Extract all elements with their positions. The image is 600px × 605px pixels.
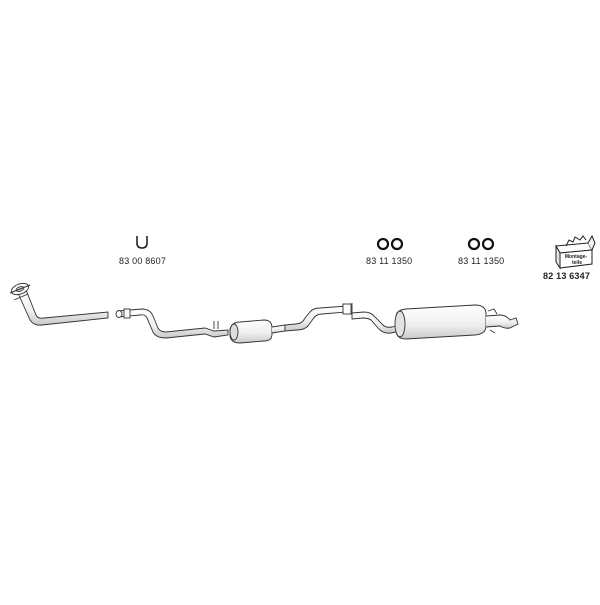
kit-box-text-2: teile [572,260,582,266]
part-number-rings-1: 83 11 1350 [366,256,413,266]
part-number-clamp: 83 00 8607 [119,256,167,266]
middle-silencer-icon [229,319,286,344]
kit-box-text-1: Montage- [565,254,588,260]
rubber-rings-icon [467,237,495,251]
part-number-kit: 82 13 6347 [543,271,591,281]
front-pipe-icon [9,282,109,326]
part-number-rings-2: 83 11 1350 [458,256,505,266]
u-clamp-icon [136,236,148,249]
center-pipe-icon [115,308,229,339]
rear-silencer-icon [351,304,519,340]
mounting-kit-box-icon: Montage- teile [555,234,596,270]
rubber-rings-icon [376,237,404,251]
intermediate-pipe-icon [284,303,353,332]
